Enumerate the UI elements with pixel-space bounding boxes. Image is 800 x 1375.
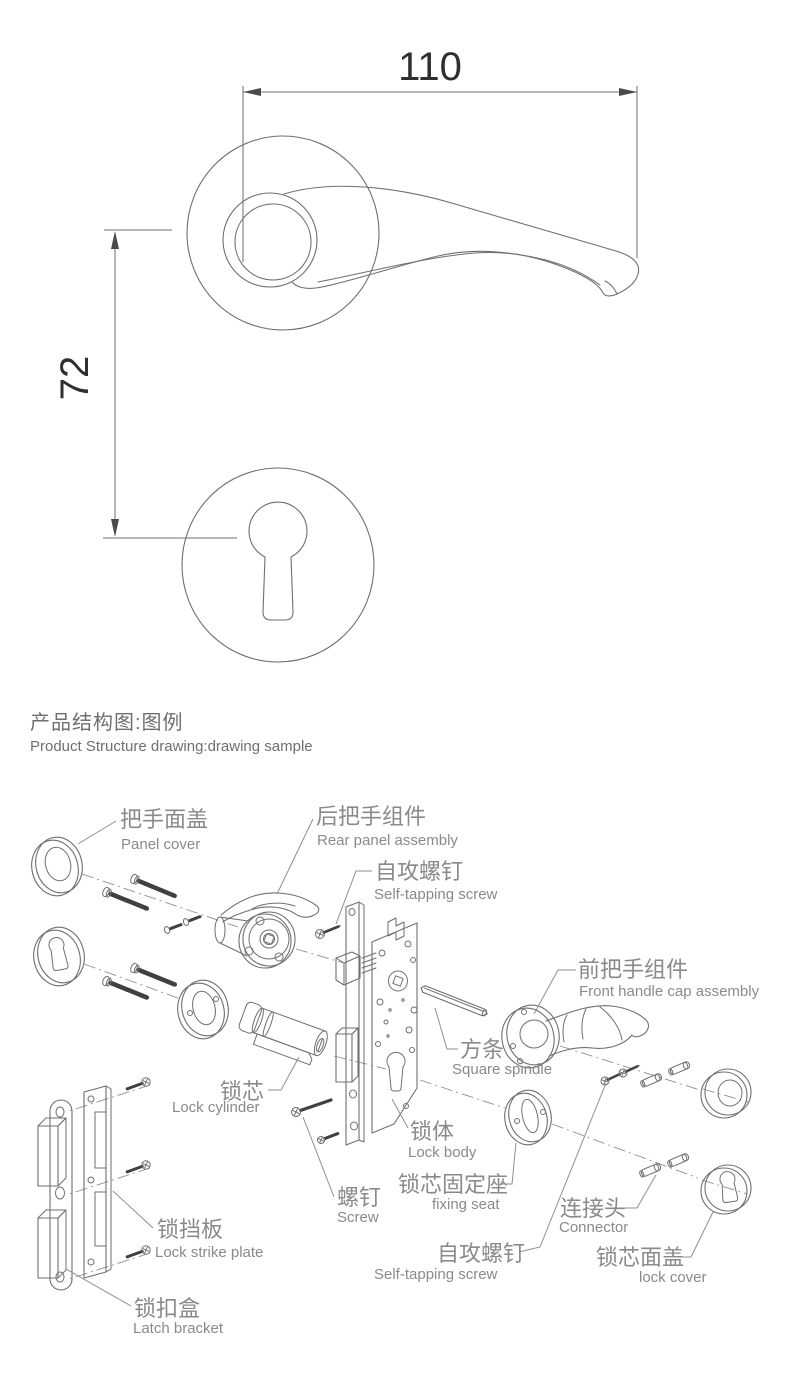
label-latch-bracket-en: Latch bracket xyxy=(133,1320,224,1337)
label-screw: 螺钉 Screw xyxy=(337,1185,381,1226)
label-lock-body: 锁体 Lock body xyxy=(408,1119,477,1161)
label-front-handle-cap-assembly: 前把手组件 Front handle cap assembly xyxy=(578,957,760,1000)
label-connector: 连接头 Connector xyxy=(559,1196,628,1236)
label-rear-panel-assembly: 后把手组件 Rear panel assembly xyxy=(316,804,458,849)
label-lock-cover-zh: 锁芯面盖 xyxy=(596,1245,684,1270)
label-panel-cover-en: Panel cover xyxy=(121,836,200,853)
lock-cylinder-part xyxy=(238,1001,328,1066)
ring-cover-part xyxy=(700,1068,752,1119)
mounting-screws xyxy=(102,873,178,1000)
label-screw-en: Screw xyxy=(337,1209,379,1226)
dimension-110: 110 xyxy=(242,45,638,262)
label-front-handle-cap-assembly-en: Front handle cap assembly xyxy=(579,983,760,1000)
label-self-tapping-screw-bottom-zh: 自攻螺钉 xyxy=(437,1241,525,1266)
lock-cover-part xyxy=(700,1164,752,1215)
label-front-handle-cap-assembly-zh: 前把手组件 xyxy=(578,957,688,982)
page-title-zh: 产品结构图:图例 xyxy=(30,712,184,734)
label-lock-cylinder: 锁芯 Lock cylinder xyxy=(172,1079,264,1116)
strike-plate-screws xyxy=(125,1077,151,1259)
lever-handle-drawing xyxy=(186,135,640,331)
leader-lines xyxy=(65,818,714,1307)
label-lock-strike-plate: 锁挡板 Lock strike plate xyxy=(155,1217,263,1261)
label-lock-cover: 锁芯面盖 lock cover xyxy=(596,1245,707,1286)
label-square-spindle-zh: 方条 xyxy=(460,1037,504,1062)
label-lock-cylinder-zh: 锁芯 xyxy=(220,1079,264,1104)
label-square-spindle-en: Square spindle xyxy=(452,1061,552,1078)
label-connector-zh: 连接头 xyxy=(560,1196,626,1221)
latch-bracket-part xyxy=(37,1099,73,1291)
label-connector-en: Connector xyxy=(559,1219,628,1236)
cylinder-seat-part xyxy=(177,979,229,1040)
lock-faceplate-part xyxy=(335,901,405,1146)
self-tapping-screws-bottom xyxy=(600,1064,641,1086)
label-rear-panel-assembly-zh: 后把手组件 xyxy=(316,804,426,829)
dimension-drawing: 110 72 xyxy=(53,45,640,663)
lock-strike-plate-part xyxy=(83,1085,112,1279)
panel-cover-part xyxy=(31,836,83,897)
lock-body-part xyxy=(371,922,418,1134)
center-lines xyxy=(65,873,749,1281)
dimension-110-value: 110 xyxy=(398,45,462,89)
label-fixing-seat-zh: 锁芯固定座 xyxy=(398,1172,508,1197)
label-lock-strike-plate-zh: 锁挡板 xyxy=(157,1217,223,1242)
label-lock-body-en: Lock body xyxy=(408,1144,477,1161)
self-tapping-screw-top-part xyxy=(315,925,342,939)
label-fixing-seat-en: fixing seat xyxy=(432,1196,500,1213)
connector-pins xyxy=(639,1061,691,1178)
label-self-tapping-screw-bottom: 自攻螺钉 Self-tapping screw xyxy=(374,1241,525,1283)
label-fixing-seat: 锁芯固定座 fixing seat xyxy=(398,1172,508,1213)
label-lock-cylinder-en: Lock cylinder xyxy=(172,1099,260,1116)
label-rear-panel-assembly-en: Rear panel assembly xyxy=(317,832,458,849)
rear-handle-assembly-part xyxy=(214,892,320,969)
label-panel-cover: 把手面盖 Panel cover xyxy=(120,807,208,853)
label-screw-zh: 螺钉 xyxy=(337,1185,381,1210)
label-latch-bracket: 锁扣盒 Latch bracket xyxy=(133,1296,224,1337)
page-title-en: Product Structure drawing:drawing sample xyxy=(30,738,313,755)
dimension-72: 72 xyxy=(53,229,237,539)
small-screws xyxy=(163,915,202,934)
machine-screws xyxy=(291,1098,340,1144)
label-lock-cover-en: lock cover xyxy=(639,1269,707,1286)
part-labels: 把手面盖 Panel cover 后把手组件 Rear panel assemb… xyxy=(120,804,760,1337)
dimension-72-value: 72 xyxy=(53,356,97,401)
label-self-tapping-screw-top-zh: 自攻螺钉 xyxy=(375,859,463,884)
label-self-tapping-screw-bottom-en: Self-tapping screw xyxy=(374,1266,498,1283)
keyhole-escutcheon-part xyxy=(33,926,85,987)
square-spindle-part xyxy=(420,985,488,1017)
exploded-view: 把手面盖 Panel cover 后把手组件 Rear panel assemb… xyxy=(31,804,760,1337)
title-block: 产品结构图:图例 Product Structure drawing:drawi… xyxy=(30,706,313,755)
label-self-tapping-screw-top-en: Self-tapping screw xyxy=(374,886,498,903)
front-handle-assembly-part xyxy=(501,1004,649,1069)
label-latch-bracket-zh: 锁扣盒 xyxy=(134,1296,200,1321)
keyhole-escutcheon-drawing xyxy=(181,467,375,663)
label-lock-body-zh: 锁体 xyxy=(410,1119,454,1144)
label-square-spindle: 方条 Square spindle xyxy=(452,1037,552,1078)
label-panel-cover-zh: 把手面盖 xyxy=(120,807,208,832)
label-lock-strike-plate-en: Lock strike plate xyxy=(155,1244,263,1261)
label-self-tapping-screw-top: 自攻螺钉 Self-tapping screw xyxy=(374,859,498,903)
fixing-seat-part xyxy=(504,1089,552,1146)
